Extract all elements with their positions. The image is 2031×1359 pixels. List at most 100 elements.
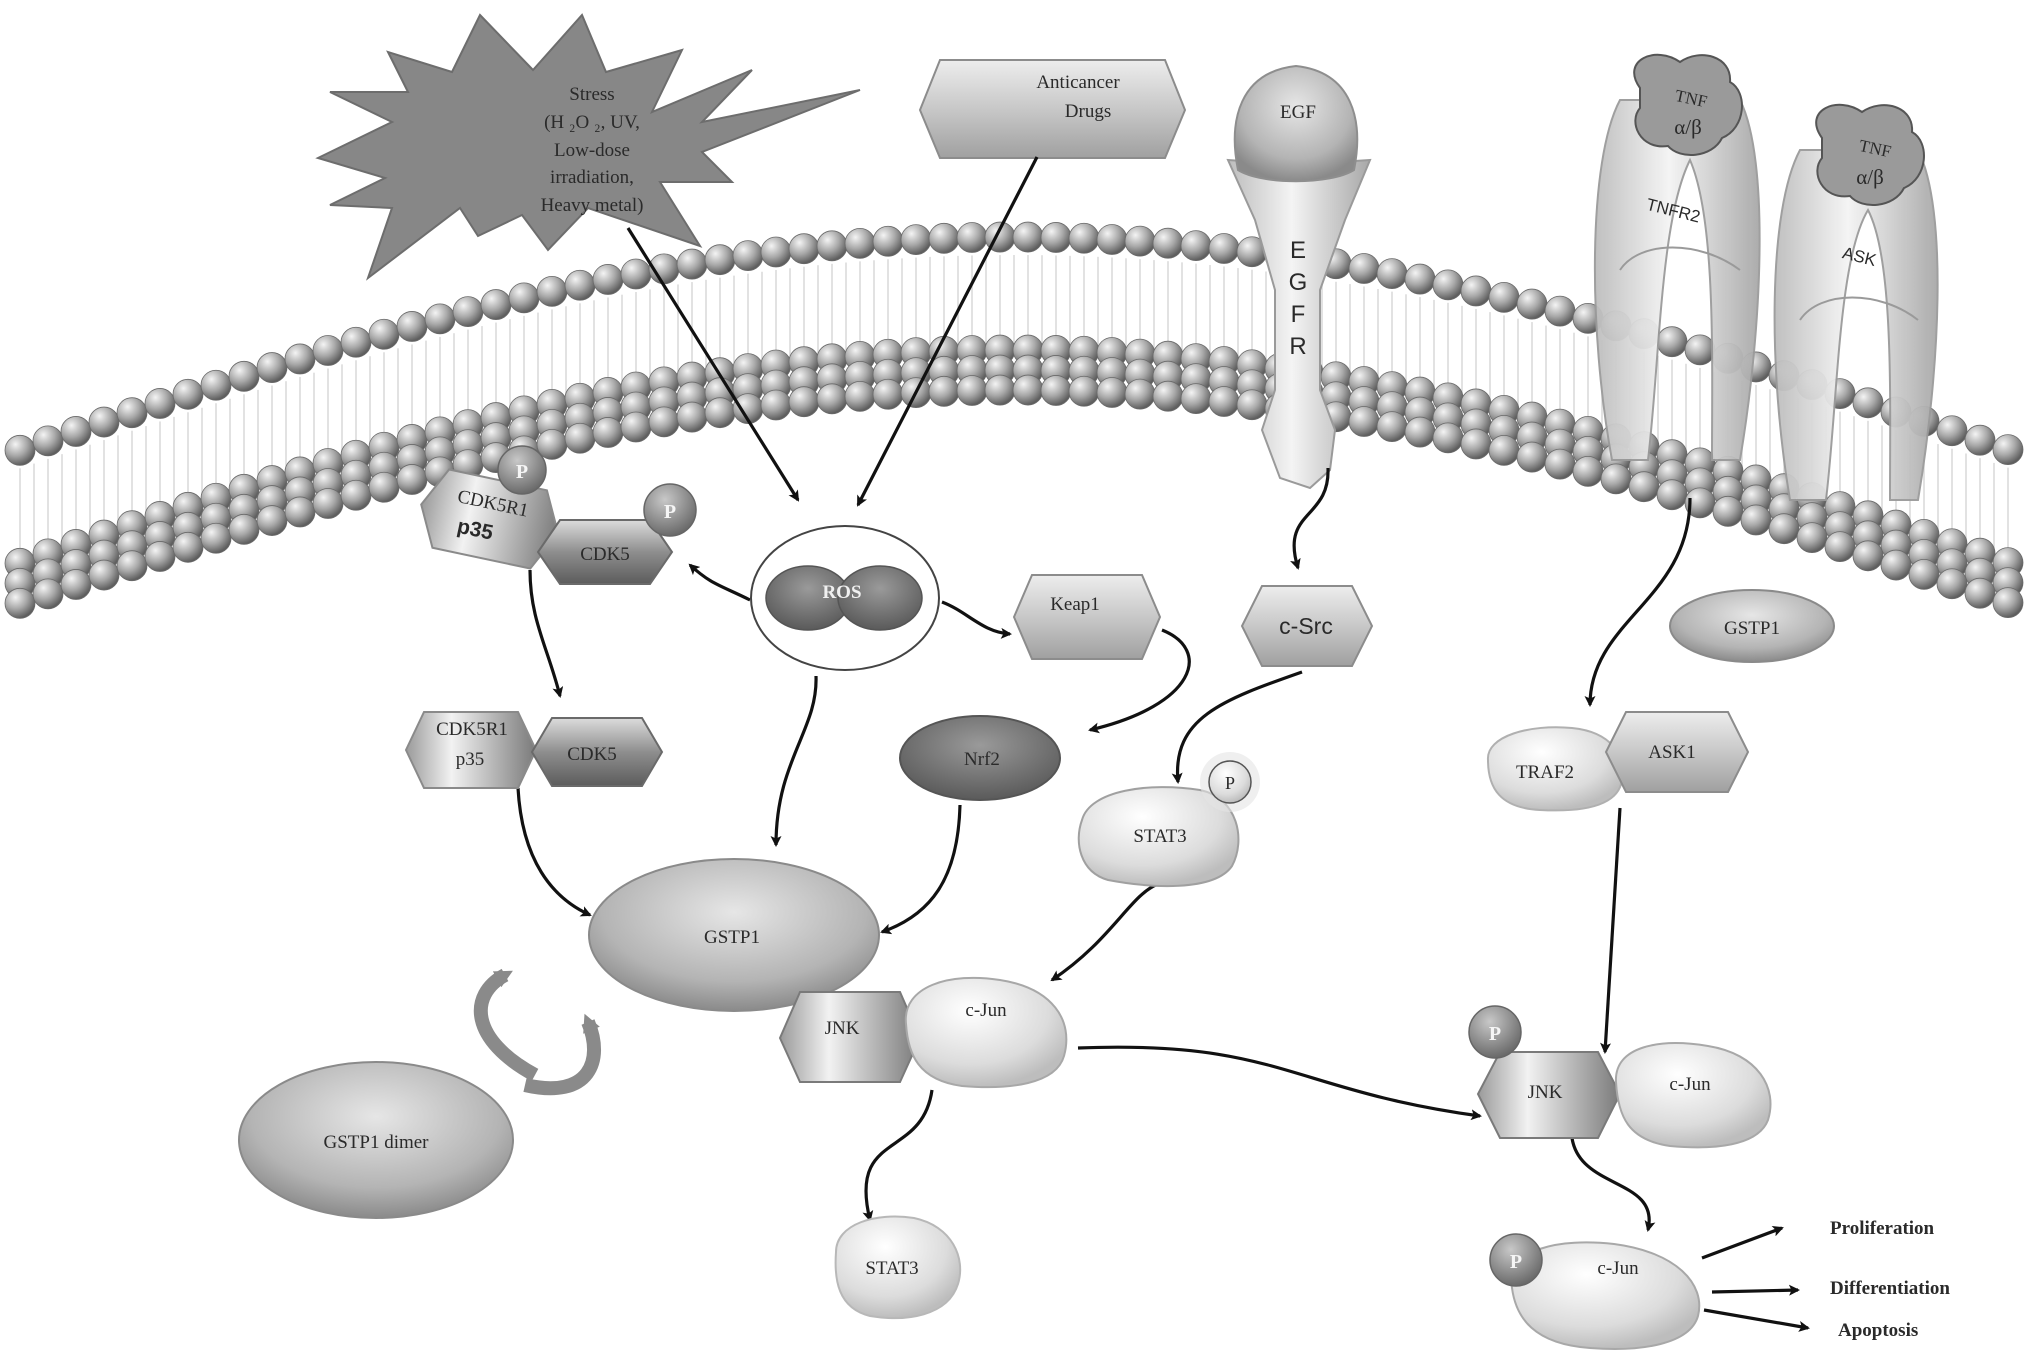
lipid-head (1152, 380, 1184, 412)
lipid-head (1376, 258, 1408, 290)
lipid-head (116, 550, 148, 582)
membrane-lipid-tails (19, 255, 2009, 564)
lipid-head (480, 289, 512, 320)
lipid-head (536, 275, 568, 307)
lipid-head (564, 269, 596, 301)
lipid-head (312, 335, 344, 366)
gstp1-right-label: GSTP1 (1724, 618, 1780, 639)
lipid-head (1180, 230, 1212, 262)
lipid-head (1656, 479, 1688, 511)
lipid-head (704, 244, 736, 276)
lipid-head (1572, 455, 1604, 487)
arrow-jnk-to-cjun-bottom (1570, 1137, 1656, 1232)
lipid-head (788, 386, 820, 418)
lipid-head (452, 296, 484, 327)
lipid-head (648, 406, 680, 438)
lipid-head (872, 225, 904, 257)
pathway-arrows (516, 156, 1810, 1332)
lipid-head (1544, 448, 1576, 480)
lipid-head (1712, 495, 1744, 527)
lipid-head (340, 479, 372, 511)
lipid-head (1768, 513, 1800, 545)
lipid-head (1964, 424, 1996, 456)
lipid-head (508, 282, 540, 314)
lipid-head (592, 264, 624, 295)
lipid-head (1936, 415, 1968, 447)
lipid-head (116, 397, 148, 429)
stress-line2: Low-dose (554, 140, 630, 161)
stat3-mid-node: STAT3 (1077, 786, 1240, 888)
outcome-apoptosis: Apoptosis (1838, 1320, 1918, 1341)
anticancer-drugs-node: Anticancer Drugs (918, 59, 1187, 159)
lipid-head (844, 227, 876, 259)
lipid-head (564, 422, 596, 454)
phospho-label: P (1510, 1251, 1522, 1273)
lipid-head (788, 233, 820, 265)
keap1-node: Keap1 (1012, 574, 1162, 660)
lipid-head (144, 388, 176, 419)
lipid-head (1684, 487, 1716, 519)
lipid-head (4, 587, 36, 619)
lipid-head (676, 401, 708, 433)
lipid-head (1348, 253, 1380, 284)
arrow-cdk5-top-to-mid (528, 569, 564, 698)
lipid-head (592, 417, 624, 448)
cdk5r1-p35-mid: CDK5R1 p35 (404, 711, 538, 789)
lipid-head (1068, 375, 1100, 407)
cjun-right-label: c-Jun (1669, 1074, 1711, 1095)
lipid-head (368, 318, 400, 350)
lipid-head (900, 224, 932, 255)
lipid-head (228, 360, 260, 392)
arrow-csrc-to-stat3 (1171, 670, 1303, 784)
lipid-head (704, 397, 736, 429)
lipid-head (1068, 222, 1100, 254)
phospho-label: P (1489, 1023, 1501, 1045)
ask1-label: ASK1 (1648, 742, 1696, 763)
lipid-head (928, 375, 960, 407)
lipid-head (1236, 389, 1268, 421)
lipid-head (1432, 422, 1464, 454)
gstp1-dimer-node: GSTP1 dimer (238, 1061, 514, 1219)
lipid-head (760, 389, 792, 421)
phospho-stat3: P (1200, 752, 1260, 812)
phospho-cdk5-top: P (643, 483, 697, 537)
lipid-head (88, 406, 120, 438)
egf-label: EGF (1280, 102, 1316, 123)
lipid-head (368, 471, 400, 503)
phospho-label: P (516, 461, 528, 483)
lipid-head (1516, 288, 1548, 320)
lipid-head (1908, 558, 1940, 590)
nrf2-label: Nrf2 (964, 749, 1000, 770)
phospho-label: P (664, 501, 676, 523)
egfr-letter: R (1289, 333, 1306, 360)
cjun-center-label: c-Jun (965, 1000, 1007, 1021)
lipid-head (1852, 540, 1884, 572)
lipid-head (676, 248, 708, 280)
stress-starburst: Stress (H ₂O ₂, UV, Low-dose irradiation… (315, 13, 861, 281)
lipid-head (172, 378, 204, 410)
lipid-head (1208, 386, 1240, 417)
lipid-head (1628, 471, 1660, 503)
traf2-node: TRAF2 (1486, 726, 1624, 812)
ask-receptor: ASK TNF α/β (1773, 103, 1939, 501)
lipid-head (1516, 441, 1548, 473)
lipid-head (1040, 222, 1072, 253)
outcome-proliferation: Proliferation (1830, 1218, 1935, 1239)
gstp1-center-node: GSTP1 (588, 858, 880, 1012)
lipid-head (284, 343, 316, 375)
lipid-head (1124, 378, 1156, 410)
lipid-head (1152, 227, 1184, 259)
lipid-head (256, 352, 288, 383)
lipid-head (1656, 326, 1688, 358)
lipid-head (1488, 281, 1520, 313)
stat3-bottom-node: STAT3 (834, 1215, 962, 1319)
stress-line4: Heavy metal) (541, 195, 644, 216)
gstp1-dimer-label: GSTP1 dimer (323, 1132, 429, 1153)
lipid-head (732, 240, 764, 272)
phospho-cdk5r1-top: P (497, 445, 547, 495)
csrc-node: c-Src (1240, 585, 1374, 667)
cdk5-top-label: CDK5 (580, 544, 630, 565)
lipid-head (1012, 374, 1044, 406)
lipid-head (256, 505, 288, 536)
lipid-head (872, 378, 904, 410)
